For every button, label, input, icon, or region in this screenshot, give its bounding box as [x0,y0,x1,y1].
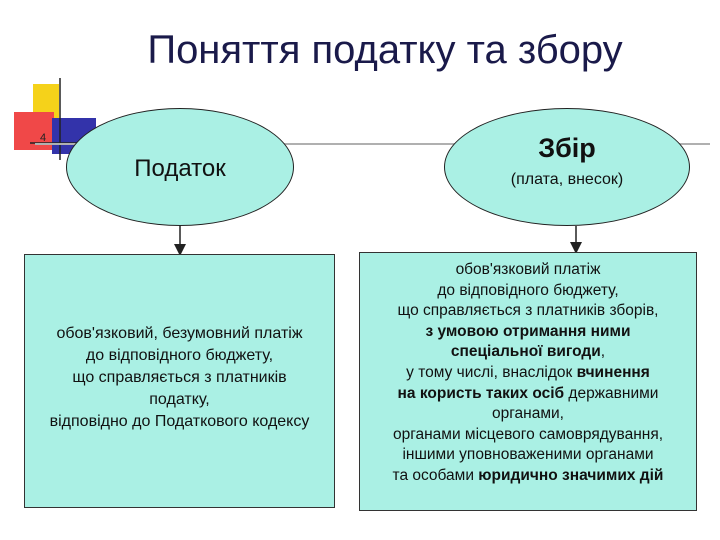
fee-definition-line: обов'язковий платіж [455,261,601,278]
fee-definition-line: що справляється з платників зборів, [397,302,659,320]
tax-heading: Податок [134,155,226,182]
fee-text: державними [564,384,659,402]
fee-definition-line: та особами юридично значимих дій [360,466,696,487]
fee-definition-line: спеціальної вигоди, [360,342,696,363]
fee-definition-line: органами місцевого самоврядування, [392,425,664,443]
fee-definition-line: іншими уповноваженими органами [402,446,654,464]
tax-definition-line: до відповідного бюджету, [85,347,274,364]
slide-number: 4 [40,132,47,144]
tax-ellipse: Податок [66,108,294,226]
fee-bold-text: вчинення [576,363,650,381]
fee-text: у тому числі, внаслідок [406,363,577,381]
tax-definition-line: що справляється з платників [72,369,287,386]
fee-definition-box: обов'язковий платіж до відповідного бюдж… [359,252,697,511]
tax-definition-line: відповідно до Податкового кодексу [49,413,310,430]
fee-definition-line: до відповідного бюджету, [437,281,619,299]
fee-bold-text: юридично значимих дій [478,466,664,484]
page-title: Поняття податку та збору [147,28,623,72]
fee-definition-line: у тому числі, внаслідок вчинення [360,363,696,384]
fee-bold-text: спеціальної вигоди [450,343,601,361]
tax-definition-line: обов'язковий, безумовний платіж [56,325,303,342]
fee-definition-line: органами, [492,405,564,423]
tax-definition-box: обов'язковий, безумовний платіж до відпо… [24,254,335,508]
fee-ellipse: Збір (плата, внесок) [444,108,690,226]
fee-definition-line: з умовою отримання ними [425,322,631,340]
fee-definition-line: на користь таких осіб державними [360,384,696,405]
fee-bold-text: на користь таких осіб [397,384,565,402]
fee-heading: Збір [538,133,596,163]
divider-line [35,143,710,145]
fee-text: , [600,343,606,361]
fee-subheading: (плата, внесок) [510,171,624,188]
fee-text: та особами [392,466,479,484]
tax-definition-line: податку, [149,391,210,408]
